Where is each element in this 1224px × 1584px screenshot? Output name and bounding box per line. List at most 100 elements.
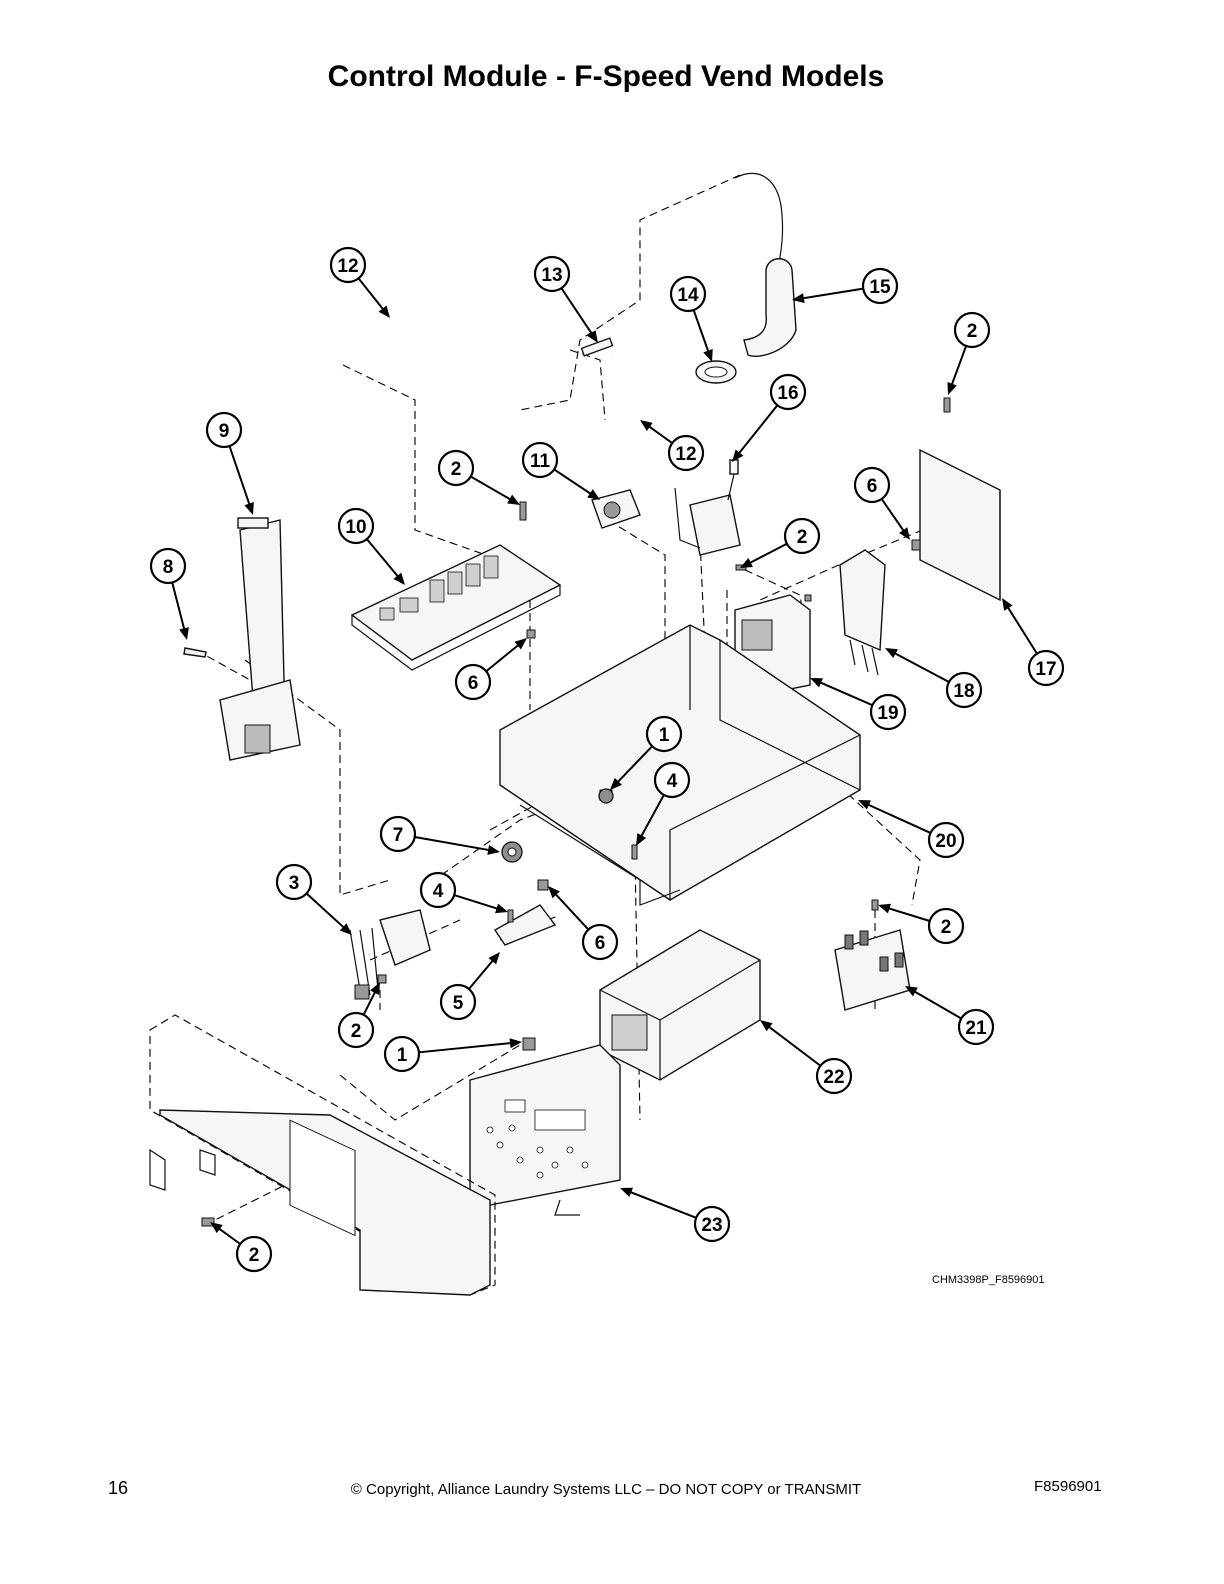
callout-c22: 22 — [815, 1057, 853, 1095]
callout-c12b: 12 — [667, 434, 705, 472]
arrowhead-c3 — [339, 923, 352, 935]
part-hose-12b — [588, 350, 646, 486]
callout-label: 11 — [530, 451, 551, 472]
callout-leader-lines — [171, 277, 1038, 1245]
leader-line-c11 — [553, 468, 594, 496]
callout-c21: 21 — [957, 1008, 995, 1046]
callout-c18: 18 — [945, 671, 983, 709]
callout-circle — [533, 255, 571, 293]
arrowhead-c21 — [905, 986, 918, 997]
callout-c12a: 12 — [329, 246, 367, 284]
leader-line-c2b — [470, 475, 513, 502]
callout-c19: 19 — [869, 693, 907, 731]
part-connector-13 — [580, 337, 614, 357]
callout-c6c: 6 — [581, 923, 619, 961]
arrowhead-c6a — [899, 527, 910, 540]
arrowhead-c23 — [620, 1187, 633, 1198]
leader-line-c2e — [362, 989, 377, 1016]
page-number: 16 — [108, 1478, 129, 1498]
callout-label: 23 — [701, 1215, 722, 1236]
part-bracket-5 — [493, 904, 557, 946]
part-sensor-tube-15 — [734, 172, 797, 357]
callout-label: 4 — [433, 881, 444, 902]
arrowhead-c1b — [509, 1038, 522, 1049]
arrowhead-c1a — [610, 777, 622, 790]
callout-circle — [383, 1035, 421, 1073]
arrowhead-c12a — [378, 305, 390, 318]
part-nut-1 — [598, 788, 614, 804]
callout-circle — [957, 1008, 995, 1046]
callout-circle — [235, 1235, 273, 1273]
callout-circle — [669, 275, 707, 313]
callout-label: 2 — [351, 1021, 362, 1042]
callout-circle — [783, 517, 821, 555]
callout-c2f: 2 — [235, 1235, 273, 1273]
callout-circle — [337, 1011, 375, 1049]
leader-line-c2f — [216, 1226, 241, 1245]
callout-label: 3 — [289, 873, 300, 894]
callout-circle — [953, 311, 991, 349]
arrowhead-c15 — [792, 293, 805, 304]
callout-c2b: 2 — [437, 449, 475, 487]
part-pressure-switch-11 — [591, 489, 641, 529]
leader-line-c2d — [886, 906, 931, 922]
leader-line-c22 — [766, 1024, 822, 1067]
arrowhead-c2a — [947, 382, 957, 395]
callout-label: 16 — [777, 383, 798, 404]
arrowhead-c20 — [858, 800, 871, 810]
leader-line-c12a — [357, 277, 386, 312]
callout-label: 17 — [1035, 659, 1056, 680]
callout-circle — [815, 1057, 853, 1095]
callout-circle — [329, 246, 367, 284]
document-code: F8596901 — [1034, 1478, 1102, 1495]
part-front-panel — [149, 1014, 496, 1296]
callout-c11: 11 — [521, 441, 559, 479]
leader-line-c17 — [1005, 605, 1038, 655]
callout-circle — [205, 411, 243, 449]
callout-label: 8 — [163, 557, 174, 578]
callout-c13: 13 — [533, 255, 571, 293]
leader-line-c9 — [228, 445, 252, 507]
callout-label: 12 — [337, 256, 358, 277]
callout-c20: 20 — [927, 821, 965, 859]
leader-line-c14 — [692, 309, 710, 354]
leader-line-c2c — [747, 542, 788, 565]
callout-c1b: 1 — [383, 1035, 421, 1073]
arrowhead-c14 — [703, 349, 713, 362]
callout-label: 2 — [249, 1245, 260, 1266]
callout-c2d: 2 — [927, 907, 965, 945]
part-filter-18 — [839, 549, 886, 676]
callout-c5: 5 — [439, 983, 477, 1021]
callout-circle — [861, 267, 899, 305]
callout-label: 5 — [453, 993, 464, 1014]
arrowhead-c4b — [495, 903, 508, 914]
callout-label: 2 — [451, 459, 462, 480]
callout-circle — [419, 871, 457, 909]
arrowhead-c17 — [1002, 598, 1013, 611]
leader-line-c16 — [736, 404, 779, 456]
callout-c3: 3 — [275, 863, 313, 901]
callout-label: 2 — [797, 527, 808, 548]
callout-label: 10 — [345, 517, 366, 538]
callout-circle — [439, 983, 477, 1021]
callout-label: 21 — [965, 1018, 987, 1039]
callout-label: 4 — [667, 771, 678, 792]
callout-circle — [521, 441, 559, 479]
arrowhead-c18 — [885, 648, 898, 659]
callout-circle — [337, 507, 375, 545]
part-control-board-10 — [350, 544, 562, 671]
arrowhead-c2c — [740, 558, 753, 568]
leader-line-c4a — [639, 794, 665, 839]
callout-c6a: 6 — [853, 466, 891, 504]
arrowhead-c22 — [760, 1020, 773, 1032]
callout-circle — [945, 671, 983, 709]
arrowhead-c13 — [587, 330, 598, 343]
leader-line-c4b — [453, 894, 500, 911]
callout-circle — [869, 693, 907, 731]
arrowhead-c2e — [370, 982, 380, 995]
leader-line-c12b — [646, 424, 673, 444]
leader-line-c21 — [912, 989, 962, 1020]
callout-label: 18 — [953, 681, 974, 702]
